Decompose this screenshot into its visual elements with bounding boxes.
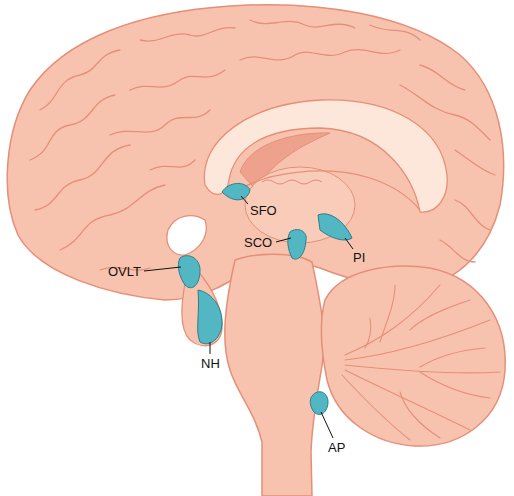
- organ-label: AP: [328, 440, 345, 455]
- organ-label: OVLT: [108, 264, 141, 279]
- pi-organ: [318, 214, 352, 240]
- organ-label: NH: [201, 356, 220, 371]
- sco-organ: [288, 230, 306, 260]
- brainstem: [225, 254, 324, 496]
- ap-organ: [310, 392, 328, 415]
- thalamic-folds: [262, 180, 322, 184]
- gyri: [30, 20, 495, 270]
- ovlt-organ: [178, 256, 200, 288]
- organ-label: SFO: [250, 203, 277, 218]
- optic-notch: [167, 216, 206, 255]
- leader-lines: [144, 196, 353, 438]
- nh-organ: [198, 290, 222, 344]
- sfo-organ: [222, 183, 250, 199]
- cerebellar-folia: [342, 285, 500, 440]
- cerebellum: [321, 266, 505, 446]
- organ-label: PI: [353, 250, 365, 265]
- circumventricular-organs: [178, 183, 352, 414]
- organ-label: SCO: [244, 235, 272, 250]
